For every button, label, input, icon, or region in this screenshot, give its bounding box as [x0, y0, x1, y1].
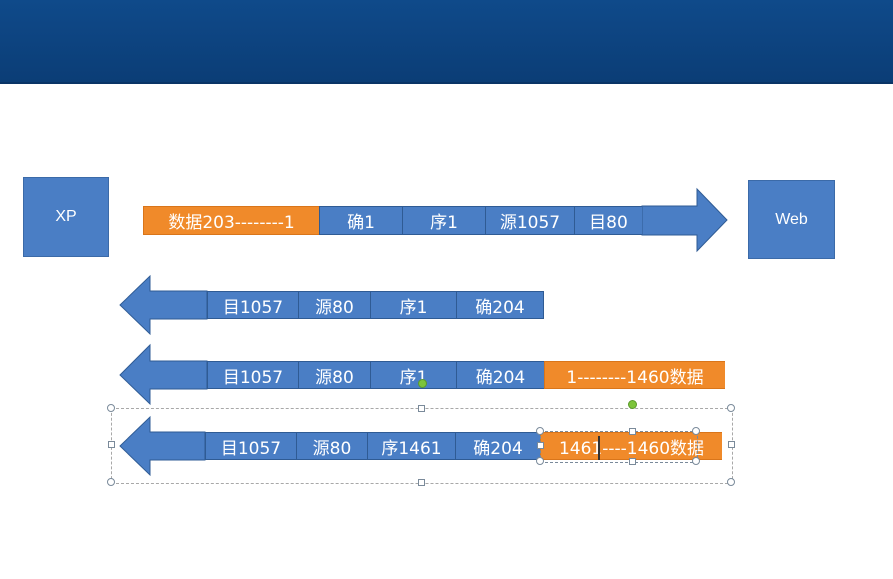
inner-handle-bl[interactable]	[536, 457, 544, 465]
title-bar	[0, 0, 893, 84]
packet-cell-ack[interactable]: 确204	[456, 361, 544, 389]
resize-handle-tr[interactable]	[727, 404, 735, 412]
inner-handle-br[interactable]	[692, 457, 700, 465]
inner-handle-tm[interactable]	[629, 428, 636, 435]
node-web-label: Web	[775, 210, 808, 228]
packet-cell-data[interactable]: 数据203--------1	[143, 206, 319, 235]
resize-handle-tm[interactable]	[418, 405, 425, 412]
resize-handle-tl[interactable]	[107, 404, 115, 412]
node-xp[interactable]: XP	[23, 177, 109, 257]
packet-cell-dst[interactable]: 目1057	[207, 361, 298, 389]
node-xp-label: XP	[55, 208, 77, 225]
packet-cell-seq[interactable]: 序1	[370, 291, 456, 319]
packet-cell-src[interactable]: 源80	[296, 432, 367, 460]
inner-handle-bm[interactable]	[629, 458, 636, 465]
packet-cell-ack[interactable]: 确1	[319, 206, 402, 235]
resize-handle-ml[interactable]	[108, 441, 115, 448]
packet-cell-ack[interactable]: 确204	[456, 291, 544, 319]
packet-cell-dst[interactable]: 目1057	[207, 291, 298, 319]
packet-cell-src[interactable]: 源1057	[485, 206, 574, 235]
packet-cell-src[interactable]: 源80	[298, 361, 370, 389]
resize-handle-bl[interactable]	[107, 478, 115, 486]
node-web[interactable]: Web	[748, 180, 835, 259]
packet-cell-seq[interactable]: 序1	[370, 361, 456, 389]
resize-handle-mr[interactable]	[728, 441, 735, 448]
inner-handle-tl[interactable]	[536, 427, 544, 435]
inner-handle-ml[interactable]	[537, 442, 544, 449]
rotation-handle-row4[interactable]	[628, 400, 637, 409]
packet-cell-seq[interactable]: 序1	[402, 206, 485, 235]
inner-handle-tr[interactable]	[692, 427, 700, 435]
resize-handle-bm[interactable]	[418, 479, 425, 486]
text-cursor	[598, 436, 600, 460]
packet-cell-ack[interactable]: 确204	[455, 432, 540, 460]
packet-cell-data[interactable]: 1--------1460数据	[544, 361, 725, 389]
resize-handle-br[interactable]	[727, 478, 735, 486]
packet-cell-dst[interactable]: 目80	[574, 206, 642, 235]
selection-frame-inner[interactable]	[540, 431, 698, 463]
packet-cell-src[interactable]: 源80	[298, 291, 370, 319]
rotation-handle-row3[interactable]	[418, 379, 427, 388]
packet-cell-dst[interactable]: 目1057	[205, 432, 296, 460]
packet-cell-seq[interactable]: 序1461	[367, 432, 455, 460]
packet-cell-data[interactable]: 1461----1460数据	[540, 432, 722, 460]
